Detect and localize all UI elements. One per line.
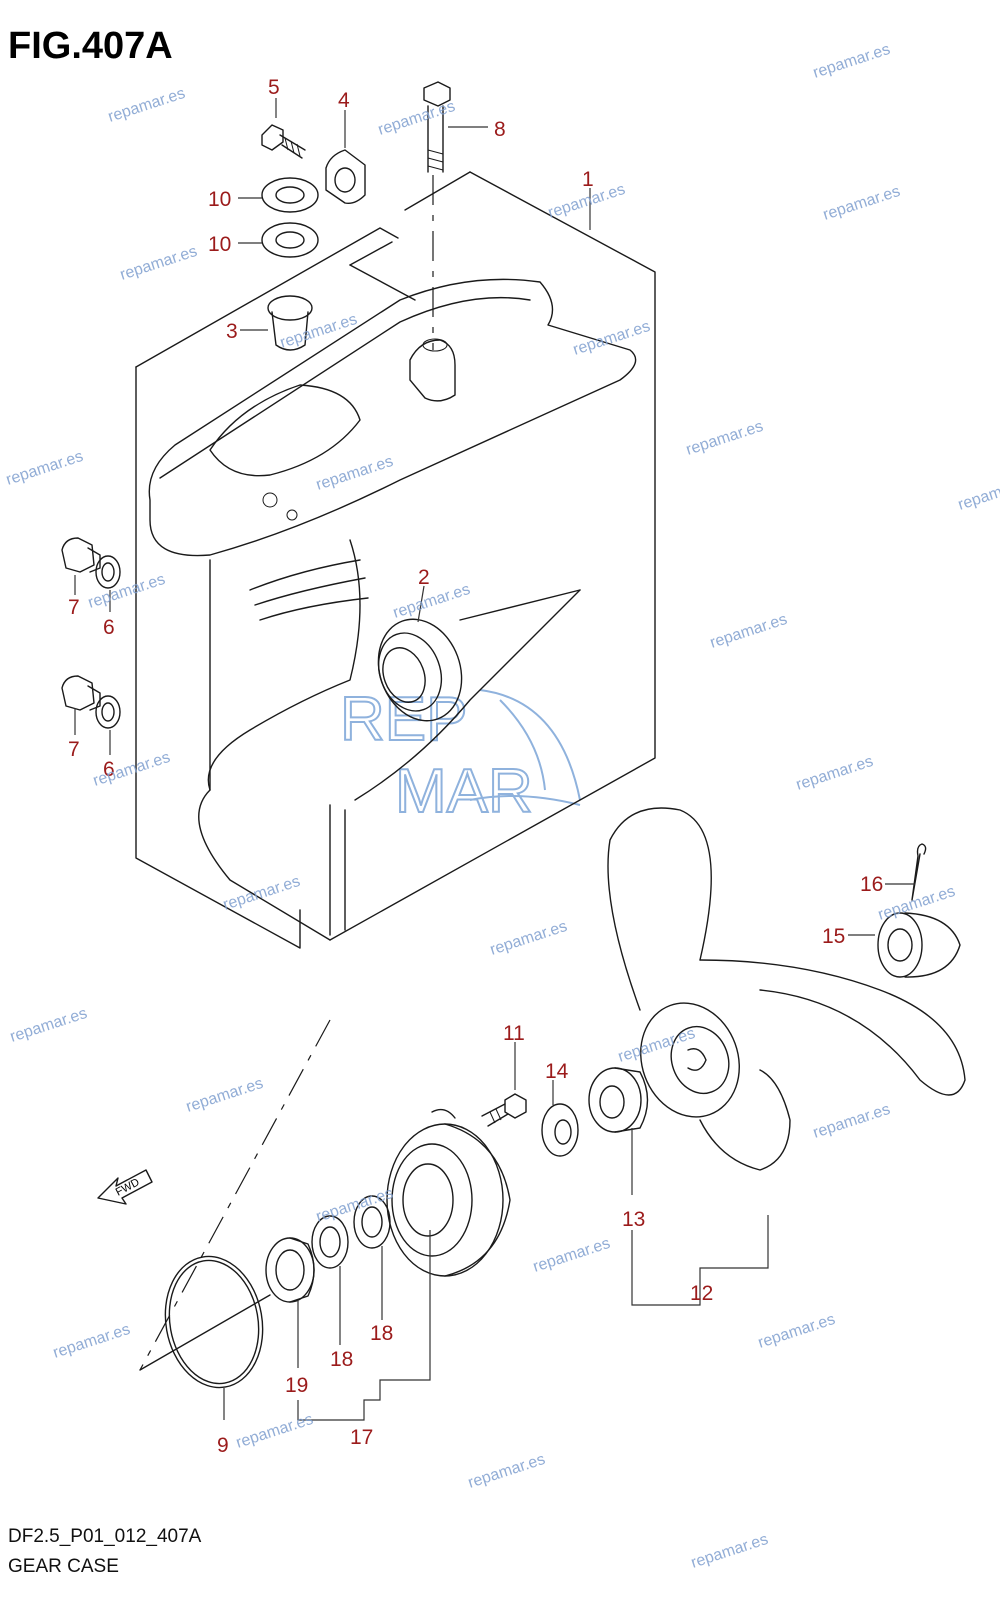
watermark: repamar.es [118,243,199,284]
figure-name: GEAR CASE [8,1556,119,1577]
part-6-gasket-lower [95,695,121,729]
part-11-bolt [481,1093,527,1127]
repmar-logo: REP MAR [339,684,581,827]
part-18-seals [311,1195,391,1269]
watermark: repamar.es [821,183,902,224]
watermark: repamar.es [4,448,85,489]
part-2-bearing [377,618,463,722]
callout-18-b: 18 [330,1348,353,1371]
part-6-gasket-upper [95,555,121,589]
propshaft-housing [386,1108,511,1277]
logo-sail-icon [469,689,581,806]
part-19-bearing [265,1237,315,1303]
callout-5: 5 [268,76,280,99]
propshaft-axis [139,1019,331,1371]
watermark: repamar.es [876,883,957,924]
watermark: repamar.es [488,918,569,959]
fwd-arrow-icon: FWD [97,1169,153,1205]
watermark: repamar.es [278,311,359,352]
watermark: repamar.es [466,1451,547,1492]
watermark: repamar.es [91,749,172,790]
watermark: repamar.es [221,873,302,914]
watermark: repamar.es [794,753,875,794]
part-9-o-ring [139,1255,271,1389]
part-7-plug-upper [61,537,101,573]
callout-10-a: 10 [208,188,231,211]
callout-15: 15 [822,925,845,948]
callout-13: 13 [622,1208,645,1231]
callout-7-b: 7 [68,738,80,761]
watermark: repamar.es [571,318,652,359]
callout-17: 17 [350,1426,373,1449]
callout-4: 4 [338,89,350,112]
part-15-nut [877,912,961,978]
callout-16: 16 [860,873,883,896]
watermark: repamar.es [531,1235,612,1276]
part-3-bushing [267,295,313,351]
callout-14: 14 [545,1060,569,1083]
watermark: repamar.es [8,1005,89,1046]
part-7-plug-lower [61,675,101,711]
part-13-bushing [588,1067,649,1133]
watermark: repamar.es [689,1531,770,1572]
gear-case-housing [135,171,656,949]
callout-numbers: 5 4 8 1 10 10 3 2 7 6 7 6 11 14 13 12 16… [68,76,883,1457]
watermark: repamar.es [616,1025,697,1066]
part-16-cotter-pin [911,843,927,901]
watermark: repamar.es [184,1075,265,1116]
watermark: repamar.es [234,1411,315,1452]
part-5-bolt [261,124,306,159]
callout-12: 12 [690,1282,713,1305]
callout-7-a: 7 [68,596,80,619]
watermark: repamar.es [86,571,167,612]
part-12-propeller [607,807,966,1171]
part-10-seals [261,177,319,258]
callout-6-b: 6 [103,758,115,781]
callout-18-a: 18 [370,1322,393,1345]
callout-3: 3 [226,320,238,343]
logo-text-bottom: MAR [395,757,533,826]
callout-11: 11 [503,1022,525,1045]
watermark: repamar.es [106,85,187,126]
watermark: repamar.es [51,1321,132,1362]
watermark: repamar.es [684,418,765,459]
figure-title: FIG.407A [8,25,173,67]
callout-19: 19 [285,1374,308,1397]
callout-1: 1 [582,168,594,191]
callout-2: 2 [418,566,430,589]
figure-code: DF2.5_P01_012_407A [8,1526,202,1547]
watermark: repamar.es [376,98,457,139]
callout-10-b: 10 [208,233,231,256]
callout-8: 8 [494,118,506,141]
watermark: repamar.es [756,1311,837,1352]
watermark: repamar.es [391,581,472,622]
watermark: repamar.es [708,611,789,652]
part-4-bushing [325,149,366,205]
watermark: repamar.es [956,473,1000,514]
watermark: repamar.es [811,41,892,82]
callout-9: 9 [217,1434,229,1457]
part-8-bolt [423,81,451,173]
watermark: repamar.es [811,1101,892,1142]
logo-text-top: REP [340,685,467,754]
callout-6-a: 6 [103,616,115,639]
part-14-washer [541,1103,579,1157]
leader-lines [74,98,915,1421]
